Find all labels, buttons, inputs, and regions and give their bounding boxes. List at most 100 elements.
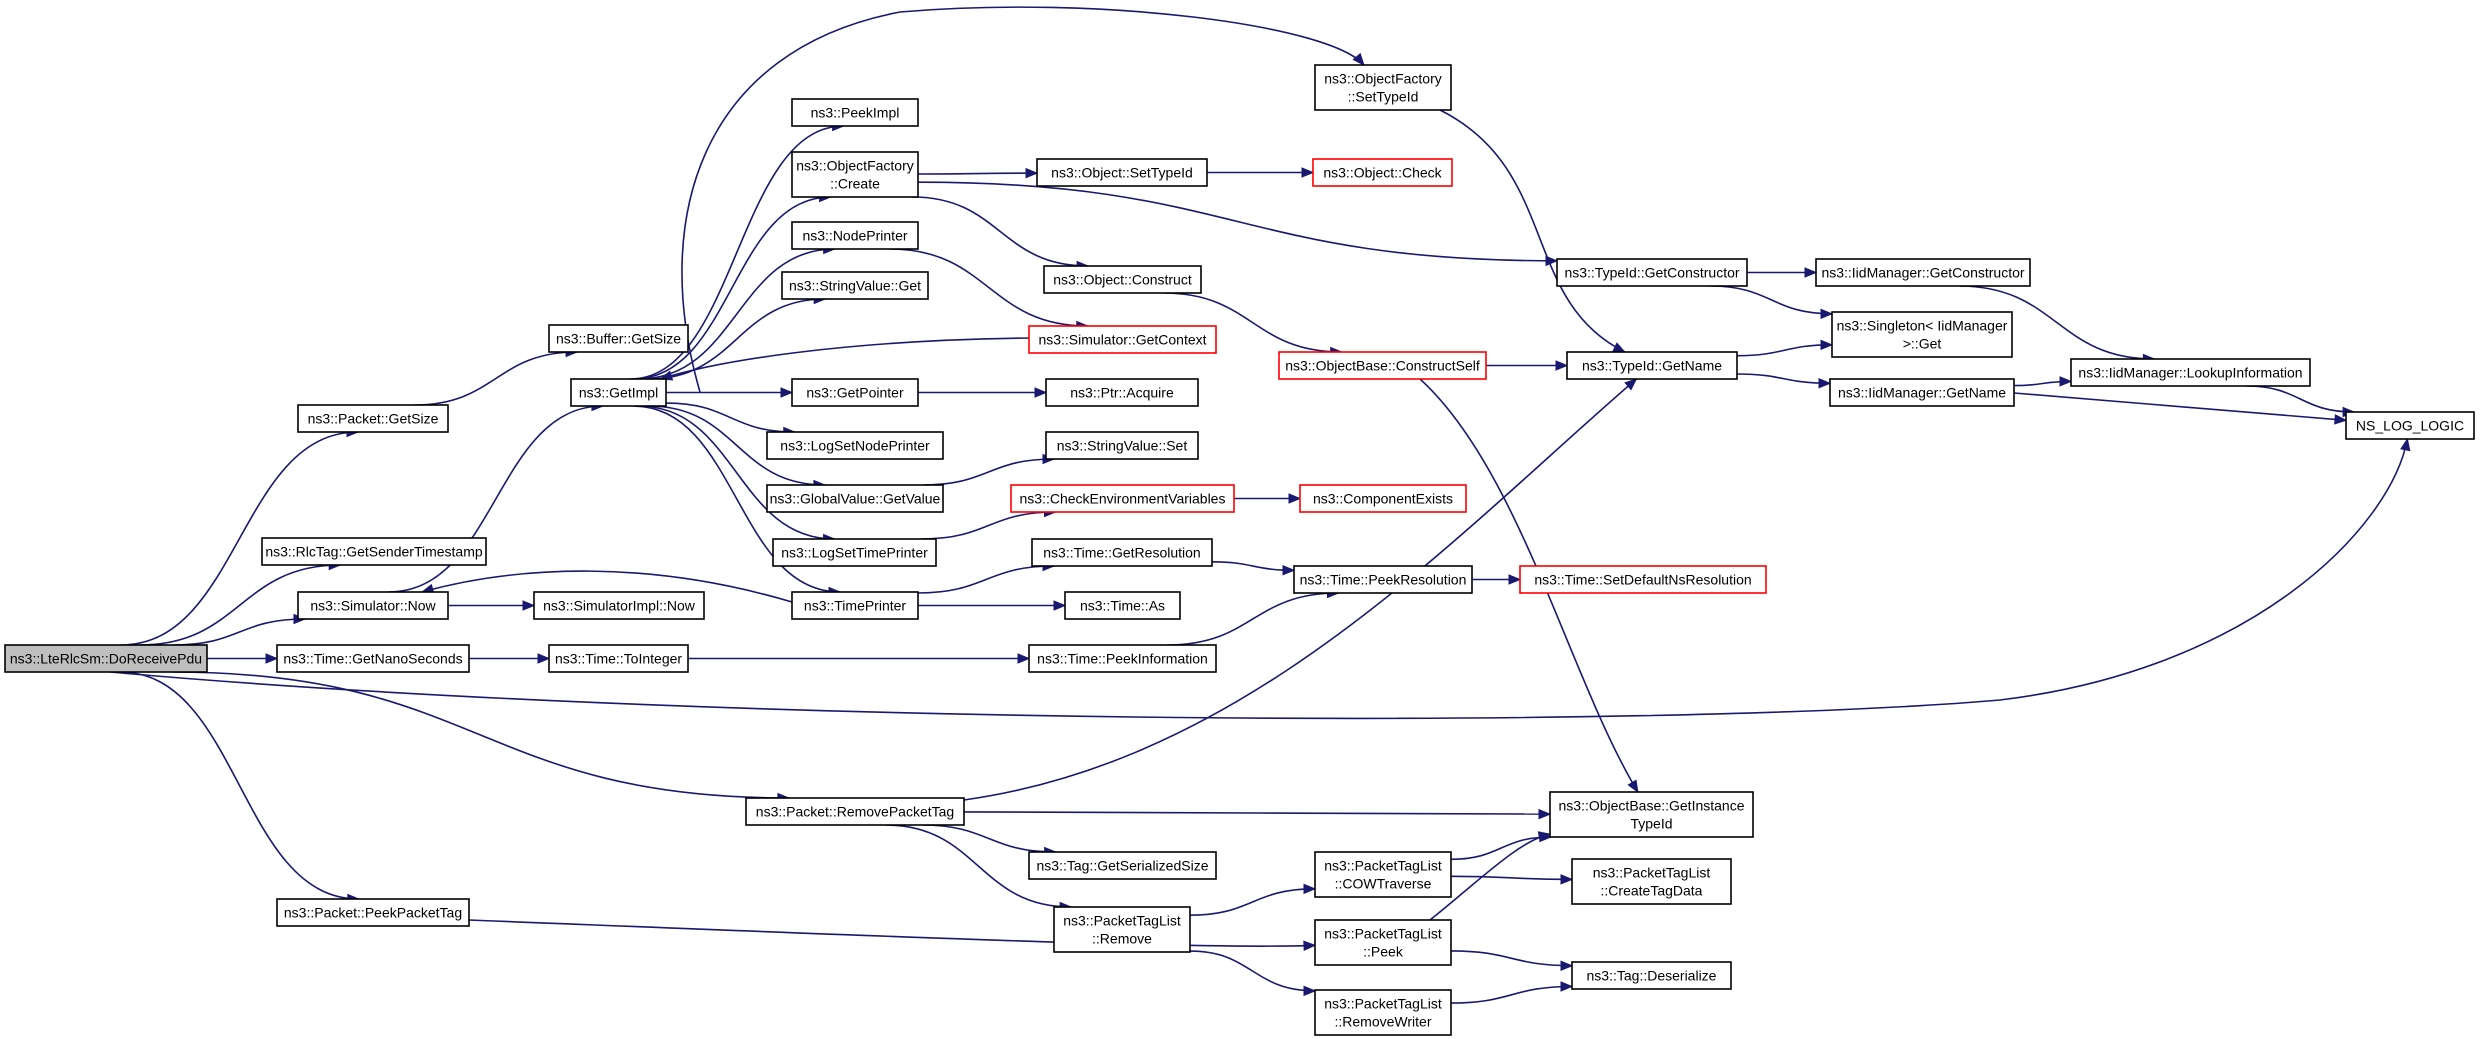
node-pkt_removetag[interactable]: ns3::Packet::RemovePacketTag <box>745 797 965 826</box>
call-edge-line <box>638 248 835 380</box>
node-label: ns3::Packet::RemovePacketTag <box>756 804 954 820</box>
node-obj_settypeid[interactable]: ns3::Object::SetTypeId <box>1036 158 1208 187</box>
node-ptl_createtagdata[interactable]: ns3::PacketTagList::CreateTagData <box>1571 858 1732 905</box>
node-box <box>791 378 919 407</box>
call-edge-typeid_getname-to-iid_getname <box>1736 373 1832 389</box>
node-pkt_peektag[interactable]: ns3::Packet::PeekPacketTag <box>276 898 470 927</box>
node-strval_get[interactable]: ns3::StringValue::Get <box>781 271 929 300</box>
node-box <box>1566 351 1738 380</box>
node-box <box>1028 325 1217 354</box>
node-iid_lookup[interactable]: ns3::IidManager::LookupInformation <box>2070 358 2311 387</box>
node-label: ns3::LteRlcSm::DoReceivePdu <box>10 651 202 667</box>
node-time_getnano[interactable]: ns3::Time::GetNanoSeconds <box>276 644 470 673</box>
call-edge-line <box>1189 950 1316 992</box>
node-checkenv[interactable]: ns3::CheckEnvironmentVariables <box>1010 484 1235 513</box>
call-edge-arrowhead <box>537 653 551 664</box>
node-box <box>1293 565 1473 594</box>
node-iid_getname[interactable]: ns3::IidManager::GetName <box>1829 378 2015 407</box>
node-time_peekinfo[interactable]: ns3::Time::PeekInformation <box>1028 644 1217 673</box>
node-of_settypeid[interactable]: ns3::ObjectFactory::SetTypeId <box>1314 64 1452 111</box>
node-obj_construct[interactable]: ns3::Object::Construct <box>1043 265 1202 294</box>
node-box <box>276 644 470 673</box>
node-ptl_removewriter[interactable]: ns3::PacketTagList::RemoveWriter <box>1314 989 1452 1036</box>
node-box <box>1314 851 1452 898</box>
call-edge-arrowhead <box>1560 981 1574 992</box>
call-edge-line <box>917 181 1558 262</box>
node-sim_getcontext[interactable]: ns3::Simulator::GetContext <box>1028 325 1217 354</box>
node-box <box>1549 791 1754 838</box>
node-nodeprinter[interactable]: ns3::NodePrinter <box>791 221 919 250</box>
node-time_as[interactable]: ns3::Time::As <box>1064 591 1181 620</box>
node-time_tointeger[interactable]: ns3::Time::ToInteger <box>548 644 689 673</box>
node-logsetnodeprinter[interactable]: ns3::LogSetNodePrinter <box>766 431 944 460</box>
node-box <box>1829 378 2015 407</box>
node-logsettimeprinter[interactable]: ns3::LogSetTimePrinter <box>772 538 937 567</box>
node-time_setdefaultres[interactable]: ns3::Time::SetDefaultNsResolution <box>1519 565 1767 594</box>
call-edge-time_tointeger-to-time_peekinfo <box>688 653 1031 664</box>
call-edge-typeid_getctor-to-singleton_get <box>1710 285 1834 320</box>
call-edge-of_create-to-obj_construct <box>912 196 1090 272</box>
node-label: >::Get <box>1903 336 1942 352</box>
node-box <box>1028 851 1217 880</box>
call-edge-ptl_removewriter-to-tag_deserialize <box>1450 981 1574 1004</box>
call-edge-line <box>1450 875 1573 881</box>
call-edge-arrowhead <box>780 387 794 398</box>
node-typeid_getname[interactable]: ns3::TypeId::GetName <box>1566 351 1738 380</box>
node-obj_check[interactable]: ns3::Object::Check <box>1312 158 1453 187</box>
call-edge-arrowhead <box>1560 960 1574 971</box>
node-gv_getvalue[interactable]: ns3::GlobalValue::GetValue <box>766 484 944 513</box>
node-getimpl[interactable]: ns3::GetImpl <box>570 378 667 407</box>
node-label: ns3::PacketTagList <box>1593 865 1711 881</box>
node-box <box>791 221 919 250</box>
node-peekimpl[interactable]: ns3::PeekImpl <box>791 98 919 127</box>
node-time_peekres[interactable]: ns3::Time::PeekResolution <box>1293 565 1473 594</box>
node-label: ns3::IidManager::GetConstructor <box>1821 265 2024 281</box>
node-componentexists[interactable]: ns3::ComponentExists <box>1299 484 1467 513</box>
call-edge-line <box>917 565 1055 594</box>
call-edge-getimpl-to-getpointer <box>665 387 794 398</box>
node-box <box>791 591 919 620</box>
node-box <box>276 898 470 927</box>
call-edge-time_peekres-to-time_setdefaultres <box>1472 574 1522 585</box>
node-box <box>1571 858 1732 905</box>
node-root: ns3::LteRlcSm::DoReceivePdu <box>4 644 208 673</box>
node-getpointer[interactable]: ns3::GetPointer <box>791 378 919 407</box>
node-box <box>261 537 487 566</box>
node-buf_getsize[interactable]: ns3::Buffer::GetSize <box>548 324 689 353</box>
node-box <box>1045 431 1199 460</box>
node-box <box>1043 265 1202 294</box>
node-ptr_acquire[interactable]: ns3::Ptr::Acquire <box>1045 378 1199 407</box>
node-label: ns3::PeekImpl <box>811 105 900 121</box>
call-edge-arrowhead <box>1352 52 1365 67</box>
node-ptl_peek[interactable]: ns3::PacketTagList::Peek <box>1314 919 1452 966</box>
node-tag_getsersize[interactable]: ns3::Tag::GetSerializedSize <box>1028 851 1217 880</box>
node-rlctag[interactable]: ns3::RlcTag::GetSenderTimestamp <box>261 537 487 566</box>
node-tag_deserialize[interactable]: ns3::Tag::Deserialize <box>1571 961 1732 990</box>
node-sim_now[interactable]: ns3::Simulator::Now <box>297 591 449 620</box>
call-edge-time_peekinfo-to-time_peekres <box>1166 587 1340 646</box>
call-edge-arrowhead <box>1538 808 1552 820</box>
node-simimpl_now[interactable]: ns3::SimulatorImpl::Now <box>533 591 705 620</box>
node-singleton_get[interactable]: ns3::Singleton< IidManager >::Get <box>1831 311 2013 358</box>
node-strval_set[interactable]: ns3::StringValue::Set <box>1045 431 1199 460</box>
call-edge-line <box>922 458 1055 486</box>
call-edge-obj_settypeid-to-obj_check <box>1206 167 1315 178</box>
call-edge-root-to-ns_log_logic <box>109 437 2411 720</box>
node-ob_constructself[interactable]: ns3::ObjectBase::ConstructSelf <box>1278 351 1487 380</box>
node-typeid_getctor[interactable]: ns3::TypeId::GetConstructor <box>1556 258 1748 287</box>
node-of_create[interactable]: ns3::ObjectFactory::Create <box>791 151 919 198</box>
call-edge-line <box>629 125 844 380</box>
node-ptl_cow[interactable]: ns3::PacketTagList::COWTraverse <box>1314 851 1452 898</box>
node-ptl_remove[interactable]: ns3::PacketTagList::Remove <box>1053 906 1191 953</box>
call-edge-line <box>1959 285 2155 360</box>
call-edge-line <box>414 351 578 406</box>
node-time_getres[interactable]: ns3::Time::GetResolution <box>1031 538 1213 567</box>
node-pkt_getsize[interactable]: ns3::Packet::GetSize <box>297 404 449 433</box>
node-ns_log_logic[interactable]: NS_LOG_LOGIC <box>2345 411 2475 440</box>
node-label: ns3::LogSetNodePrinter <box>780 438 930 454</box>
node-iid_getctor[interactable]: ns3::IidManager::GetConstructor <box>1815 258 2031 287</box>
node-box <box>1045 378 1199 407</box>
call-edge-of_create-to-obj_settypeid <box>917 167 1039 179</box>
node-timeprinter[interactable]: ns3::TimePrinter <box>791 591 919 620</box>
